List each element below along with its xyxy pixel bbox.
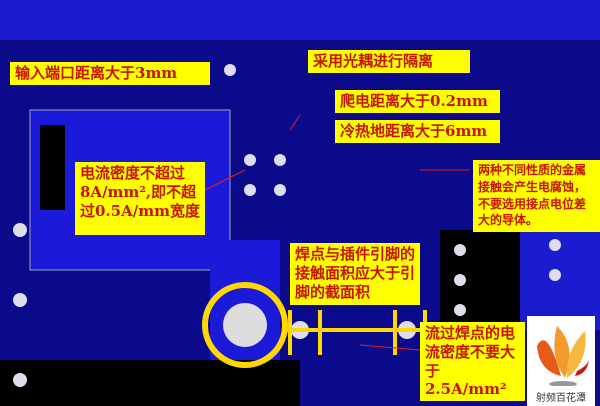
label-optocoupler: 采用光耦进行隔离 — [308, 50, 470, 73]
label-creepage: 爬电距离大于0.2mm — [335, 90, 500, 113]
logo-text: 射频百花潭 — [536, 393, 586, 404]
label-solder-current: 流过焊点的电流密度不要大于2.5A/mm² — [420, 322, 525, 401]
label-input-port: 输入端口距离大于3mm — [10, 62, 210, 85]
logo: 射频百花潭 — [527, 316, 595, 406]
flower-logo-icon — [537, 326, 589, 387]
label-metal-contact: 两种不同性质的金属接触会产生电腐蚀，不要选用接点电位差大的导体。 — [473, 160, 600, 232]
label-current-density: 电流密度不超过8A/mm²,即不超过0.5A/mm宽度 — [75, 162, 205, 235]
label-solder-area: 焊点与插件引脚的接触面积应大于引脚的截面积 — [290, 243, 420, 305]
label-hot-cold-ground: 冷热地距离大于6mm — [335, 120, 500, 143]
